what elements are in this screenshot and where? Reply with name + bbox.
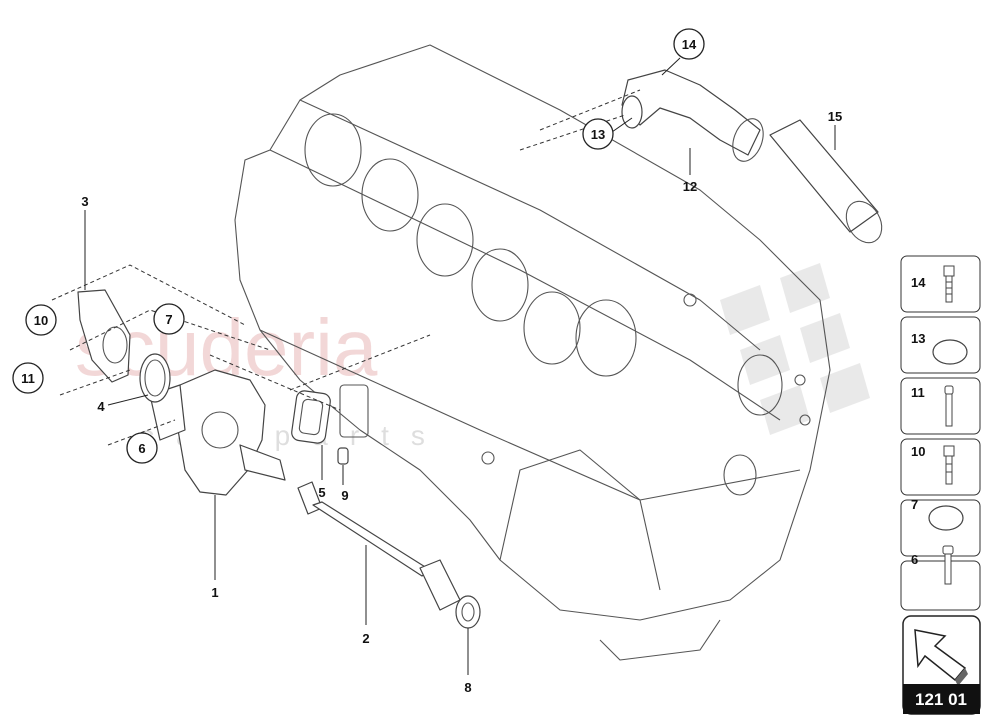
hardware-legend: 14 13 11 10 xyxy=(900,255,981,611)
legend-item-6[interactable]: 6 xyxy=(900,545,981,611)
svg-text:14: 14 xyxy=(911,275,926,290)
o-ring-13 xyxy=(621,95,643,129)
svg-text:6: 6 xyxy=(138,441,145,456)
svg-text:7: 7 xyxy=(911,497,918,512)
svg-text:10: 10 xyxy=(34,313,48,328)
legend-item-10[interactable]: 10 xyxy=(900,438,981,496)
callout-8: 8 xyxy=(464,680,471,695)
callout-12: 12 xyxy=(683,179,697,194)
svg-text:11: 11 xyxy=(911,385,925,400)
callout-10: 10 xyxy=(25,304,57,336)
callout-labels: 3 4 1 5 9 2 8 12 15 xyxy=(81,109,842,695)
screw-icon xyxy=(943,265,955,303)
page-code: 121 01 xyxy=(915,690,967,709)
legend-item-11[interactable]: 11 xyxy=(900,377,981,435)
callout-4: 4 xyxy=(97,399,105,414)
svg-text:10: 10 xyxy=(911,444,925,459)
callout-6: 6 xyxy=(126,432,158,464)
svg-text:13: 13 xyxy=(591,127,605,142)
water-pump xyxy=(149,369,286,496)
callout-9: 9 xyxy=(341,488,348,503)
o-ring-icon xyxy=(932,339,968,365)
svg-text:6: 6 xyxy=(911,552,918,567)
svg-text:7: 7 xyxy=(165,312,172,327)
screw-icon xyxy=(943,445,955,485)
checkered-flag-watermark xyxy=(720,263,870,435)
callout-5: 5 xyxy=(318,485,325,500)
legend-item-13[interactable]: 13 xyxy=(900,316,981,374)
callout-13: 13 xyxy=(582,118,614,150)
legend-item-14[interactable]: 14 xyxy=(900,255,981,313)
callout-7: 7 xyxy=(153,303,185,335)
seal-ring-8 xyxy=(455,595,481,629)
bolt-icon xyxy=(944,385,954,427)
gasket-5 xyxy=(291,390,331,444)
legend-item-7[interactable]: 7 xyxy=(900,497,981,557)
assembly-lines xyxy=(51,89,641,446)
svg-text:11: 11 xyxy=(21,371,35,386)
callout-15: 15 xyxy=(828,109,842,124)
o-ring-icon xyxy=(928,505,964,531)
callout-11: 11 xyxy=(12,362,44,394)
page-code-box[interactable]: 121 01 xyxy=(902,615,981,715)
callout-2: 2 xyxy=(362,631,369,646)
elbow-pipe-12 xyxy=(621,69,764,162)
callout-14: 14 xyxy=(673,28,705,60)
svg-text:13: 13 xyxy=(911,331,925,346)
pin-9 xyxy=(337,447,349,465)
svg-text:14: 14 xyxy=(682,37,697,52)
arrow-up-left-icon xyxy=(914,629,968,686)
hose-15 xyxy=(769,119,883,244)
bolt-icon xyxy=(942,545,954,585)
coolant-pipe-2 xyxy=(297,481,461,611)
circled-callouts: 10 11 7 6 14 13 xyxy=(12,28,705,464)
callout-1: 1 xyxy=(211,585,218,600)
engine-block xyxy=(234,44,831,661)
leader-lines xyxy=(84,57,836,675)
callout-3: 3 xyxy=(81,194,88,209)
